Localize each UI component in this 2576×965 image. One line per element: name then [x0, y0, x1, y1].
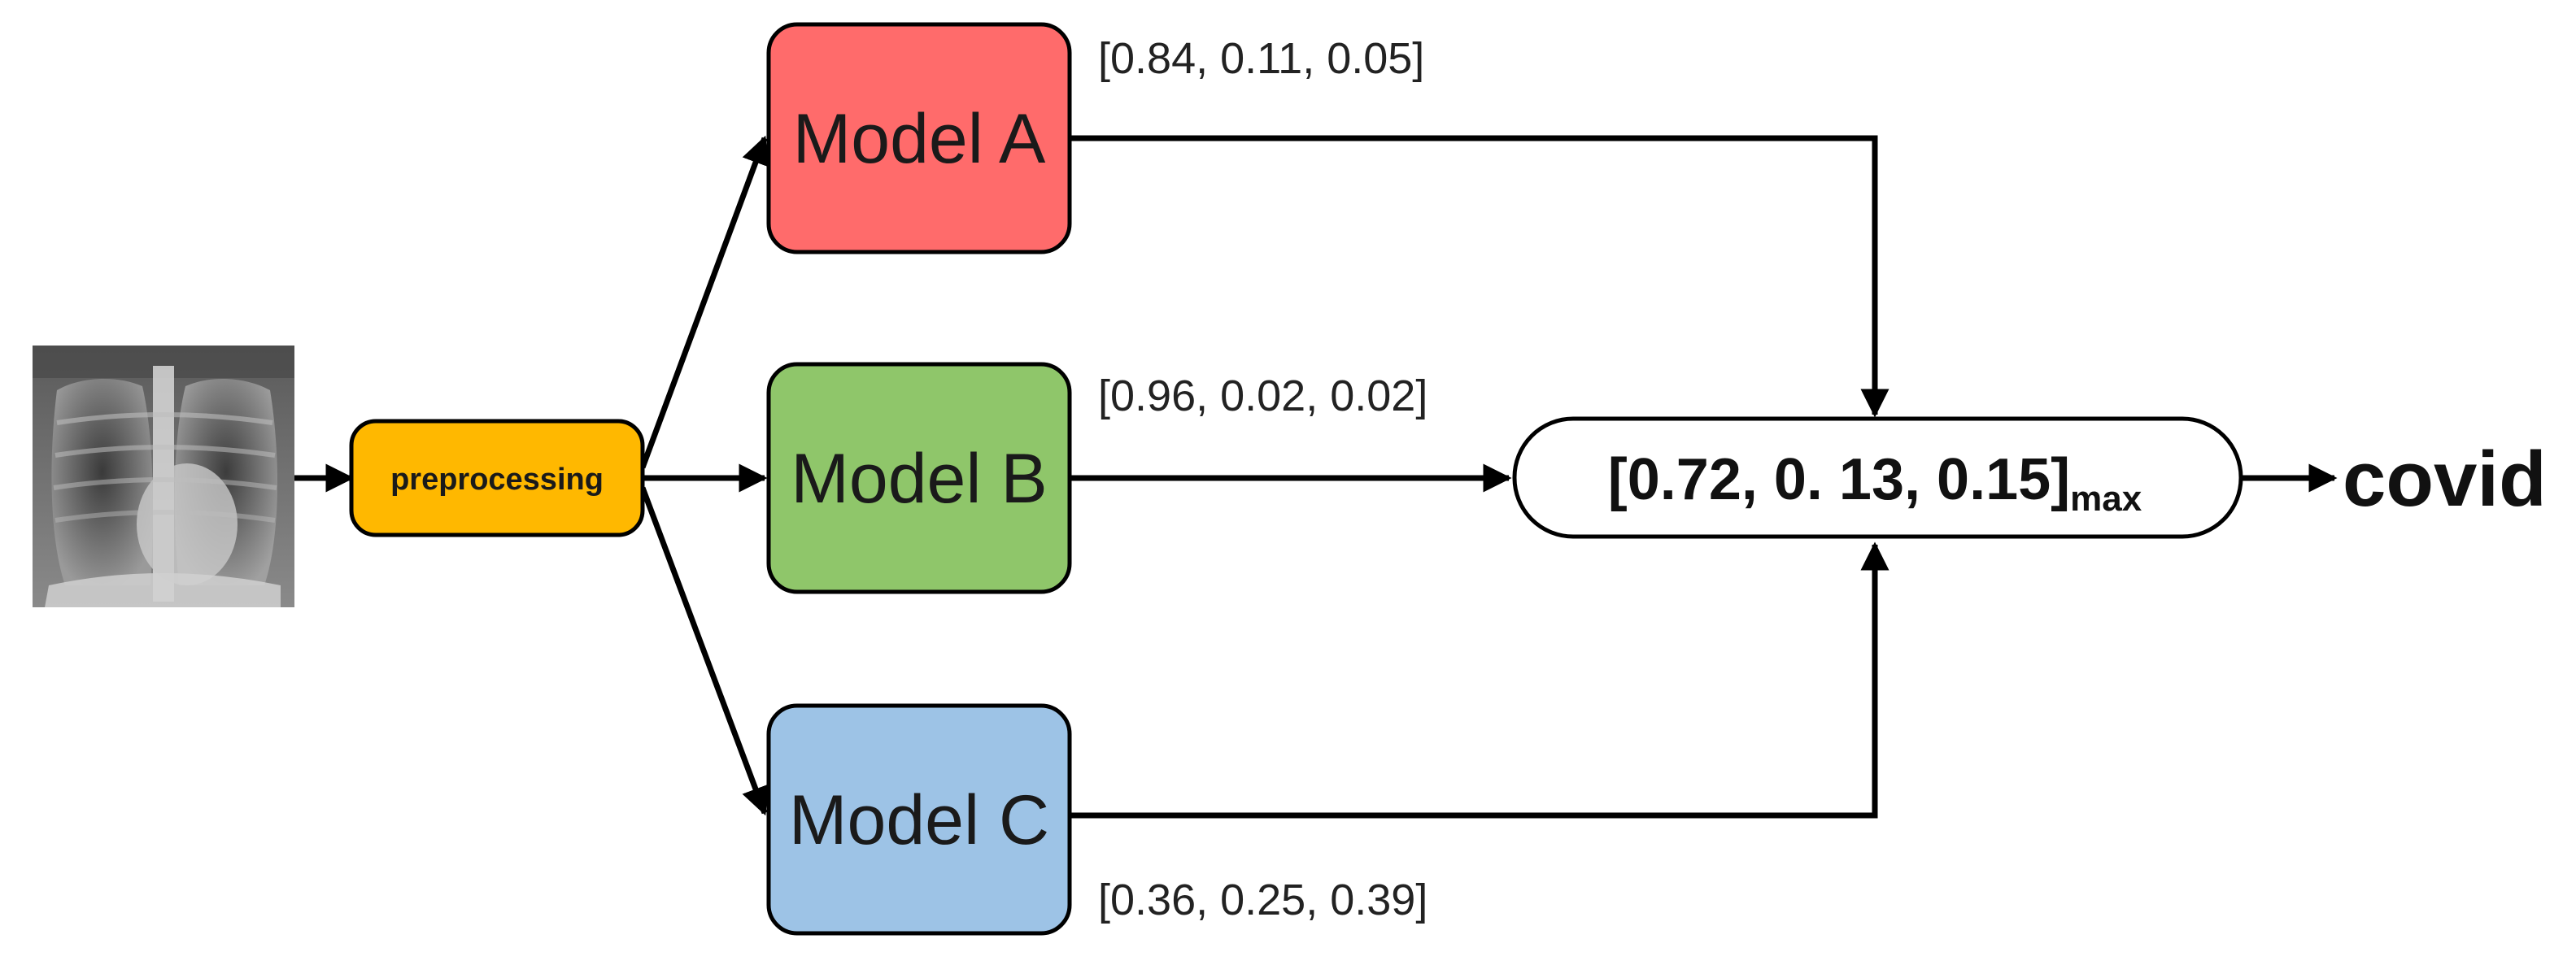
model-c-box: Model C [766, 703, 1072, 936]
model-b-probabilities: [0.96, 0.02, 0.02] [1098, 372, 1427, 420]
model-a-label: Model A [793, 100, 1046, 178]
model-a-probabilities: [0.84, 0.11, 0.05] [1098, 34, 1424, 83]
model-b-label: Model B [791, 440, 1048, 518]
ensemble-subscript: max [2070, 479, 2142, 519]
model-b-box: Model B [766, 362, 1072, 594]
chest-xray-icon [33, 346, 294, 607]
ensemble-node: [0.72, 0. 13, 0.15]max [1512, 416, 2243, 539]
model-c-label: Model C [789, 781, 1049, 859]
model-a-box: Model A [766, 22, 1072, 254]
model-c-to-ensemble-arrow [1070, 541, 1890, 819]
preprocessing-to-model-a-arrow [639, 135, 769, 469]
model-a-to-ensemble-arrow [1070, 135, 1890, 418]
model-c-probabilities: [0.36, 0.25, 0.39] [1098, 876, 1427, 924]
preprocessing-box: preprocessing [349, 419, 645, 537]
preprocessing-label: preprocessing [390, 463, 604, 497]
result-label: covid [2343, 436, 2547, 523]
preprocessing-to-model-c-arrow [639, 486, 769, 816]
ensemble-label: [0.72, 0. 13, 0.15] [1608, 447, 2070, 512]
svg-text:[0.72, 0. 13, 0.15]max: [0.72, 0. 13, 0.15]max [1608, 447, 2142, 519]
